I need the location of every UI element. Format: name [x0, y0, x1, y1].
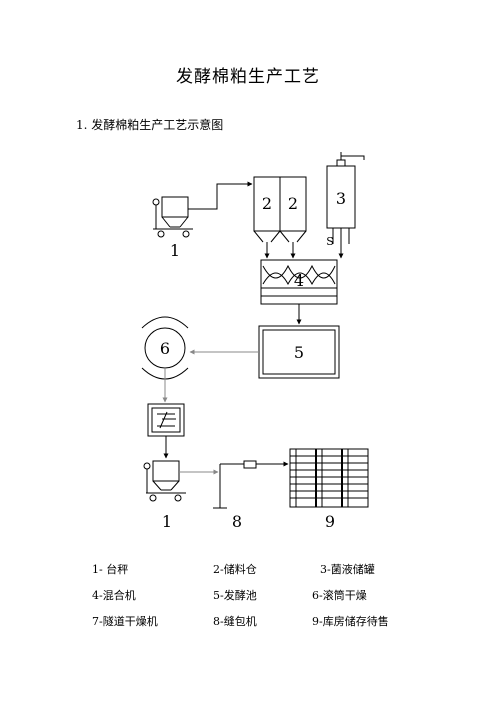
- legend-item: 6-滚筒干燥: [312, 589, 367, 602]
- platform-scale-top: [152, 196, 193, 238]
- label-silo-a: 2: [262, 194, 272, 213]
- legend-item: 2-储料仓: [213, 563, 257, 576]
- tunnel-dryer: [147, 403, 185, 459]
- feed-conveyor-line: [188, 181, 253, 210]
- platform-scale-bottom: [143, 460, 219, 502]
- label-scale-top: 1: [170, 241, 180, 260]
- warehouse-storage: [289, 448, 369, 508]
- bacterial-liquid-tank: [326, 152, 365, 259]
- label-scale-bottom: 1: [162, 512, 172, 531]
- label-valve: S: [326, 235, 334, 248]
- label-drum: 6: [160, 339, 170, 358]
- storage-silos: [253, 176, 307, 259]
- label-tank: 3: [336, 189, 346, 208]
- legend-item: 1- 台秤: [92, 563, 129, 576]
- legend-item: 5-发酵池: [213, 589, 257, 602]
- fermentation-pool: [189, 325, 340, 379]
- bag-sewing-machine: [213, 460, 289, 509]
- legend-item: 9-库房储存待售: [312, 615, 389, 628]
- diagram-subtitle: 1. 发酵棉粕生产工艺示意图: [76, 118, 224, 132]
- legend-item: 3-菌液储罐: [320, 563, 375, 576]
- label-pool: 5: [294, 343, 304, 362]
- legend-item: 4-混合机: [92, 589, 136, 602]
- label-sewer: 8: [232, 512, 242, 531]
- label-mixer: 4: [294, 271, 304, 290]
- label-silo-b: 2: [288, 194, 298, 213]
- legend-item: 8-缝包机: [213, 615, 257, 628]
- label-storage: 9: [325, 512, 335, 531]
- page-title: 发酵棉粕生产工艺: [176, 67, 320, 87]
- mixer: [260, 259, 338, 325]
- drum-dryer: [141, 316, 189, 403]
- legend-item: 7-隧道干燥机: [92, 615, 158, 628]
